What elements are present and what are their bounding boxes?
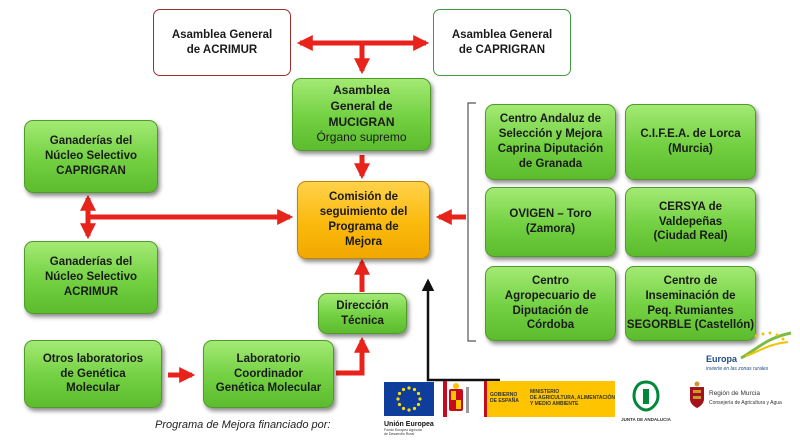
eu-logo: Unión Europea Fondo Europeo Agrícola de … (384, 382, 440, 436)
arrow-lab-to-direccion (336, 336, 371, 376)
eu-subtitle: Fondo Europeo Agrícola de Desarrollo Rur… (384, 428, 422, 437)
ovigen-toro-box: OVIGEN – Toro (Zamora) (485, 187, 616, 257)
asamblea-mucigran-box: Asamblea General de MUCIGRAN Órgano supr… (292, 78, 431, 151)
inseminacion-location: SEGORBLE (Castellón) (626, 319, 755, 332)
eu-flag-icon (384, 382, 434, 416)
europa-leaves-icon (740, 331, 792, 360)
laboratorio-coordinador-box: Laboratorio Coordinador Genética Molecul… (203, 340, 334, 408)
direccion-tecnica-box: Dirección Técnica (318, 293, 407, 334)
europa-subtitle: invierte en las zonas rurales (706, 366, 769, 372)
inseminacion-title: Centro de Inseminación de Peq. Rumiantes (645, 274, 736, 317)
cersya-valdepenas-box: CERSYA de Valdepeñas (Ciudad Real) (625, 187, 756, 257)
ganaderias-acrimur-box: Ganaderías del Núcleo Selectivo ACRIMUR (24, 241, 158, 314)
comision-seguimiento-box: Comisión de seguimiento del Programa de … (297, 181, 430, 259)
centro-andaluz-box: Centro Andaluz de Selección y Mejora Cap… (485, 104, 616, 180)
otros-laboratorios-box: Otros laboratorios de Genética Molecular (24, 340, 162, 408)
asamblea-caprigran-box: Asamblea General de CAPRIGRAN (433, 9, 571, 76)
spain-arms-icon (443, 381, 469, 417)
andalucia-emblem-icon (632, 380, 660, 412)
centro-cordoba-box: Centro Agropecuario de Diputación de Cór… (485, 266, 616, 341)
europa-invierte-logo: Europa invierte en las zonas rurales (700, 330, 800, 378)
cifea-lorca-box: C.I.F.E.A. de Lorca (Murcia) (625, 104, 756, 180)
funding-arrow (421, 278, 500, 382)
junta-label: JUNTA DE ANDALUCIA (621, 417, 671, 422)
centro-inseminacion-box: Centro de Inseminación de Peq. Rumiantes… (625, 266, 756, 341)
funding-caption: Programa de Mejora financiado por: (155, 419, 331, 431)
ganaderias-caprigran-box: Ganaderías del Núcleo Selectivo CAPRIGRA… (24, 120, 158, 193)
murcia-subtitle: Consejería de Agricultura y Agua (709, 400, 782, 406)
centros-bracket (467, 102, 476, 342)
junta-andalucia-logo: JUNTA DE ANDALUCIA (621, 380, 671, 422)
ministerio-logo: GOBIERNO DE ESPAÑA MINISTERIO DE AGRICUL… (443, 381, 615, 417)
murcia-crest-icon (690, 381, 704, 408)
gobierno-label: GOBIERNO DE ESPAÑA (490, 392, 519, 404)
mucigran-title: Asamblea General de MUCIGRAN (328, 83, 395, 129)
murcia-title: Región de Murcia (709, 390, 760, 397)
mucigran-subtitle: Órgano supremo (316, 130, 407, 145)
europa-title: Europa (706, 354, 738, 364)
eu-title: Unión Europea (384, 421, 434, 428)
asamblea-acrimur-box: Asamblea General de ACRIMUR (153, 9, 291, 76)
ministerio-label: MINISTERIO DE AGRICULTURA, ALIMENTACIÓN … (530, 389, 615, 407)
region-murcia-logo: Región de Murcia Consejería de Agricultu… (688, 381, 796, 417)
